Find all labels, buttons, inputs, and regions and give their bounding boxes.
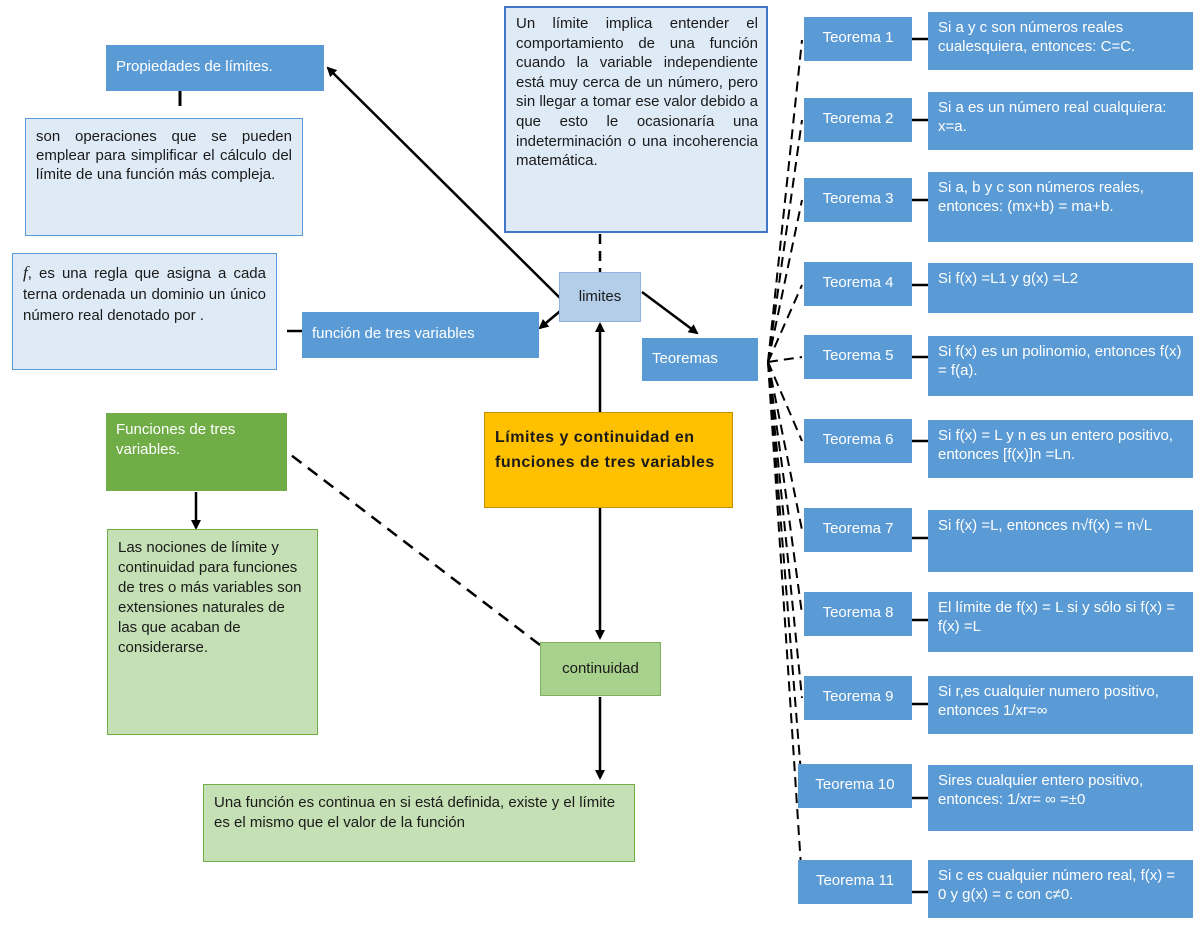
- propiedades-title: Propiedades de límites.: [106, 45, 324, 91]
- teorema-9-label: Teorema 9: [804, 676, 912, 720]
- teorema-11-label: Teorema 11: [798, 860, 912, 904]
- propiedades-description: son operaciones que se pueden emplear pa…: [25, 118, 303, 236]
- teoremas-node: Teoremas: [642, 338, 758, 381]
- teorema-6-label: Teorema 6: [804, 419, 912, 463]
- teorema-2-label: Teorema 2: [804, 98, 912, 142]
- teoremas-fan: [767, 39, 803, 883]
- teorema-8-label: Teorema 8: [804, 592, 912, 636]
- f-symbol: f: [23, 263, 28, 282]
- teorema-2-text: Si a es un número real cualquiera: x=a.: [928, 92, 1193, 150]
- funciones-description: Las nociones de límite y continuidad par…: [107, 529, 318, 735]
- limites-definition: Un límite implica entender el comportami…: [504, 6, 768, 233]
- funcion-description: f, es una regla que asigna a cada terna …: [12, 253, 277, 370]
- continuidad-node: continuidad: [540, 642, 661, 696]
- continuidad-description: Una función es continua en si está defin…: [203, 784, 635, 862]
- teorema-8-text: El límite de f(x) = L si y sólo si f(x) …: [928, 592, 1193, 652]
- teorema-4-label: Teorema 4: [804, 262, 912, 306]
- funcion-description-text: , es una regla que asigna a cada terna o…: [23, 265, 266, 324]
- teorema-1-text: Si a y c son números reales cualesquiera…: [928, 12, 1193, 70]
- teorema-3-label: Teorema 3: [804, 178, 912, 222]
- dash-continuidad-funciones: [286, 451, 541, 646]
- teorema-6-text: Si f(x) = L y n es un entero positivo, e…: [928, 420, 1193, 478]
- teorema-9-text: Si r,es cualquier numero positivo, enton…: [928, 676, 1193, 734]
- teorema-connectors: [912, 37, 928, 894]
- teorema-5-text: Si f(x) es un polinomio, entonces f(x) =…: [928, 336, 1193, 396]
- teorema-7-label: Teorema 7: [804, 508, 912, 552]
- arrow-limites-teoremas: [641, 290, 699, 335]
- teorema-7-text: Si f(x) =L, entonces n√f(x) = n√L: [928, 510, 1193, 572]
- teorema-11-text: Si c es cualquier número real, f(x) = 0 …: [928, 860, 1193, 918]
- central-topic: Límites y continuidad en funciones de tr…: [484, 412, 733, 508]
- funcion-title: función de tres variables: [302, 312, 539, 358]
- teorema-10-label: Teorema 10: [798, 764, 912, 808]
- teorema-10-text: Sires cualquier entero positivo, entonce…: [928, 765, 1193, 831]
- teorema-1-label: Teorema 1: [804, 17, 912, 61]
- funciones-title: Funciones de tres variables.: [106, 413, 287, 491]
- arrow-limites-propiedades: [326, 66, 561, 299]
- limites-node: limites: [559, 272, 641, 322]
- teorema-3-text: Si a, b y c son números reales, entonces…: [928, 172, 1193, 242]
- teorema-5-label: Teorema 5: [804, 335, 912, 379]
- teorema-4-text: Si f(x) =L1 y g(x) =L2: [928, 263, 1193, 313]
